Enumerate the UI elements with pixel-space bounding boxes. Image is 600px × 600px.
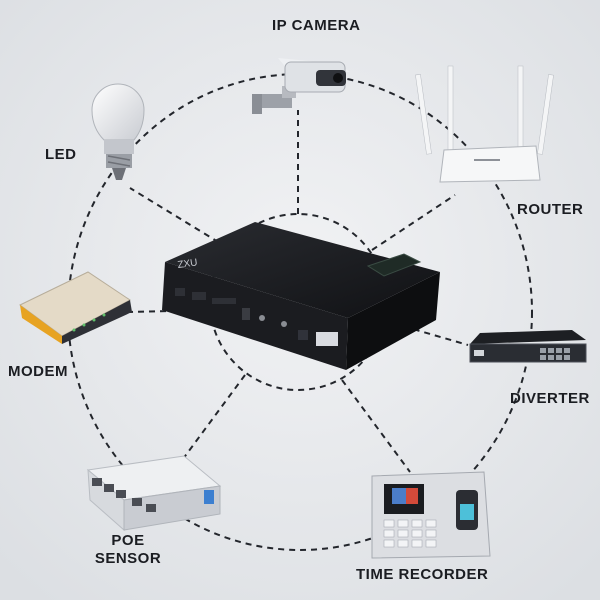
diverter-icon <box>469 330 587 363</box>
router-icon <box>415 65 554 183</box>
time-recorder-icon <box>371 471 491 559</box>
line-to-time-recorder <box>341 379 411 473</box>
label-led: LED <box>45 146 77 163</box>
ip-camera-icon <box>252 58 350 114</box>
label-ip-camera: IP CAMERA <box>272 17 361 34</box>
modem-icon <box>19 271 132 344</box>
label-router: ROUTER <box>517 201 584 218</box>
label-modem: MODEM <box>8 363 68 380</box>
label-poe-line1: POE <box>111 532 145 549</box>
label-poe-sensor: POE SENSOR <box>88 532 168 568</box>
label-diverter: DIVERTER <box>510 390 590 407</box>
label-time-recorder: TIME RECORDER <box>356 566 489 583</box>
label-poe-line2: SENSOR <box>94 550 162 567</box>
line-to-router <box>371 194 456 251</box>
poe-sensor-icon <box>86 455 222 532</box>
ups-badge: ZXU <box>177 257 198 271</box>
led-bulb-icon <box>91 83 145 180</box>
mini-ups-unit: ZXU <box>162 222 440 370</box>
line-to-poe-sensor <box>179 374 246 464</box>
line-to-led <box>129 187 229 249</box>
